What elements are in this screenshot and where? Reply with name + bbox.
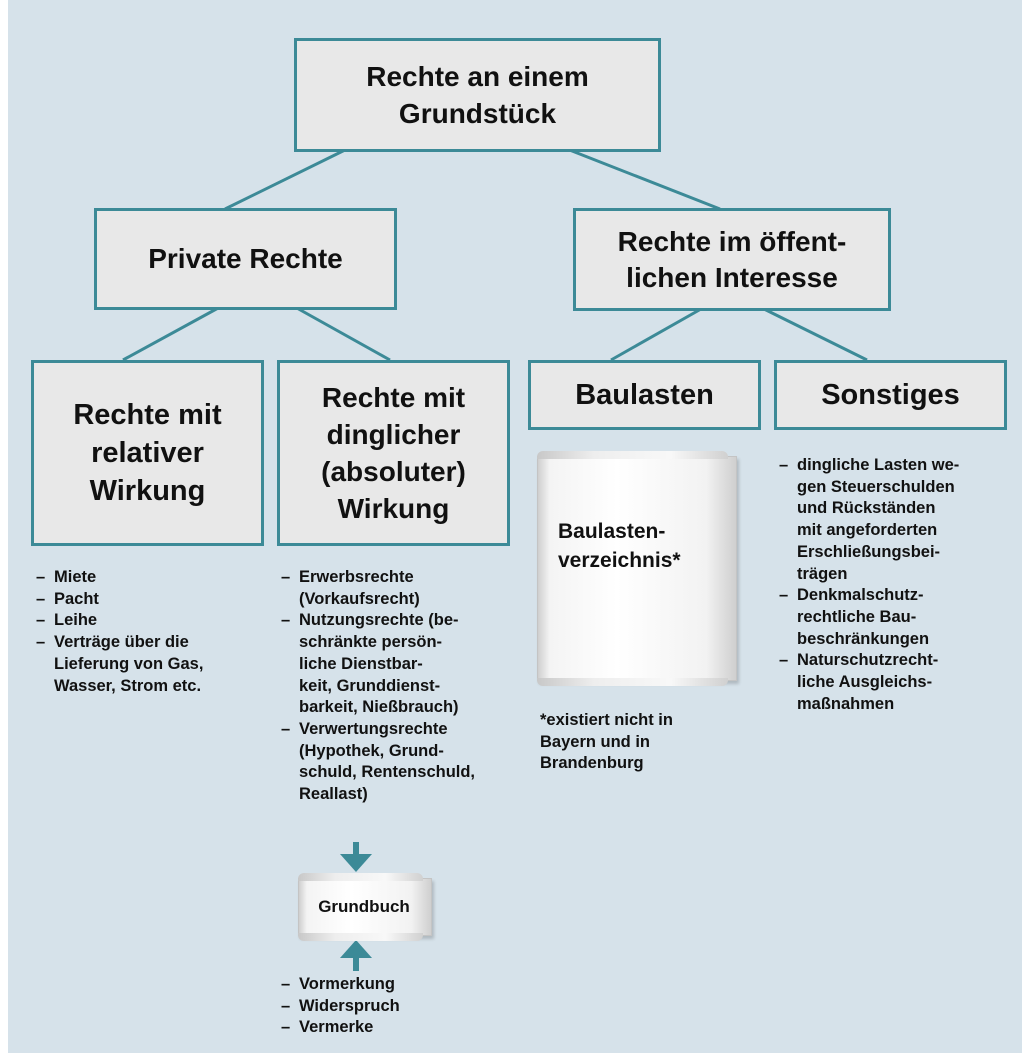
baulasten-node: Baulasten — [528, 360, 761, 430]
connector-private-relative — [122, 305, 221, 362]
list-item: Miete — [36, 567, 256, 589]
list-item: Denkmalschutz- rechtliche Bau- beschränk… — [779, 585, 1014, 650]
arrow-up-icon — [340, 940, 372, 958]
list-item: Pacht — [36, 589, 256, 611]
absolute-effect-list: Erwerbsrechte (Vorkaufsrecht) Nutzungsre… — [281, 567, 526, 806]
list-item: Widerspruch — [281, 996, 481, 1018]
root-node: Rechte an einem Grundstück — [294, 38, 661, 152]
sonstiges-list: dingliche Lasten we- gen Steuerschulden … — [779, 455, 1014, 715]
list-item: Vormerkung — [281, 974, 481, 996]
private-rights-node: Private Rechte — [94, 208, 397, 310]
sonstiges-node: Sonstiges — [774, 360, 1007, 430]
list-item: Leihe — [36, 610, 256, 632]
list-item: Naturschutzrecht- liche Ausgleichs- maßn… — [779, 650, 1014, 715]
list-item: Nutzungsrechte (be- schränkte persön- li… — [281, 610, 526, 719]
baulasten-footnote: *existiert nicht in Bayern und in Brande… — [540, 711, 673, 773]
grundbuch-entries-list: Vormerkung Widerspruch Vermerke — [281, 974, 481, 1039]
grundbuch-book: Grundbuch — [298, 873, 432, 941]
list-item: Vermerke — [281, 1017, 481, 1039]
list-item: Verwertungsrechte (Hypothek, Grund- schu… — [281, 719, 526, 806]
list-item: Erwerbsrechte (Vorkaufsrecht) — [281, 567, 526, 610]
connector-private-dinglich — [294, 305, 391, 362]
public-interest-rights-node: Rechte im öffent- lichen Interesse — [573, 208, 891, 311]
connector-root-public — [566, 147, 721, 211]
connector-root-private — [224, 147, 348, 211]
baulastenverzeichnis-label: Baulasten- verzeichnis* — [558, 520, 681, 572]
list-item: dingliche Lasten we- gen Steuerschulden … — [779, 455, 1014, 585]
connector-public-sonstiges — [763, 307, 868, 362]
connector-public-baulasten — [610, 307, 702, 362]
arrow-down-icon — [340, 854, 372, 872]
grundbuch-label: Grundbuch — [318, 897, 410, 916]
relative-effect-list: Miete Pacht Leihe Verträge über die Lief… — [36, 567, 256, 697]
baulastenverzeichnis-book: Baulasten- verzeichnis* — [537, 451, 737, 686]
list-item: Verträge über die Lieferung von Gas, Was… — [36, 632, 256, 697]
relative-effect-rights-node: Rechte mit relativer Wirkung — [31, 360, 264, 546]
absolute-effect-rights-node: Rechte mit dinglicher (absoluter) Wirkun… — [277, 360, 510, 546]
